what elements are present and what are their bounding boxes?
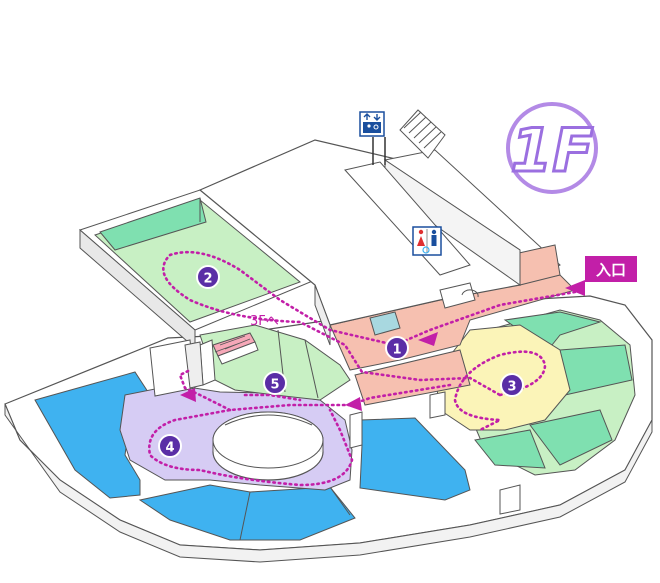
elevator-icon (359, 111, 386, 165)
zone-5 (199, 324, 351, 401)
marker-1-label: 1 (392, 343, 401, 358)
marker-4-label: 4 (165, 441, 174, 456)
zone-3 (434, 324, 571, 431)
marker-3[interactable]: 3 (500, 373, 524, 397)
marker-1[interactable]: 1 (385, 336, 409, 360)
pool-area (34, 371, 471, 541)
zone-2 (79, 189, 316, 350)
marker-2-label: 2 (203, 272, 212, 287)
floor-badge: 1F (506, 102, 598, 194)
route-arrows (180, 332, 438, 411)
restroom-icon (412, 226, 442, 256)
escalator-to-3f (212, 332, 259, 365)
marker-5-label: 5 (270, 378, 279, 393)
zone-4-ring (119, 384, 353, 491)
stairs-block (399, 109, 446, 159)
to-3f-label: 3Fへ (250, 314, 279, 329)
marker-4[interactable]: 4 (158, 434, 182, 458)
marker-5[interactable]: 5 (263, 371, 287, 395)
floor-label: 1F (511, 116, 594, 186)
entrance-badge[interactable]: 入口 (565, 256, 637, 296)
entrance-label: 入口 (596, 261, 626, 279)
marker-3-label: 3 (507, 380, 516, 395)
main-building (198, 139, 561, 346)
route-path (148, 250, 577, 487)
marker-2[interactable]: 2 (196, 265, 220, 289)
